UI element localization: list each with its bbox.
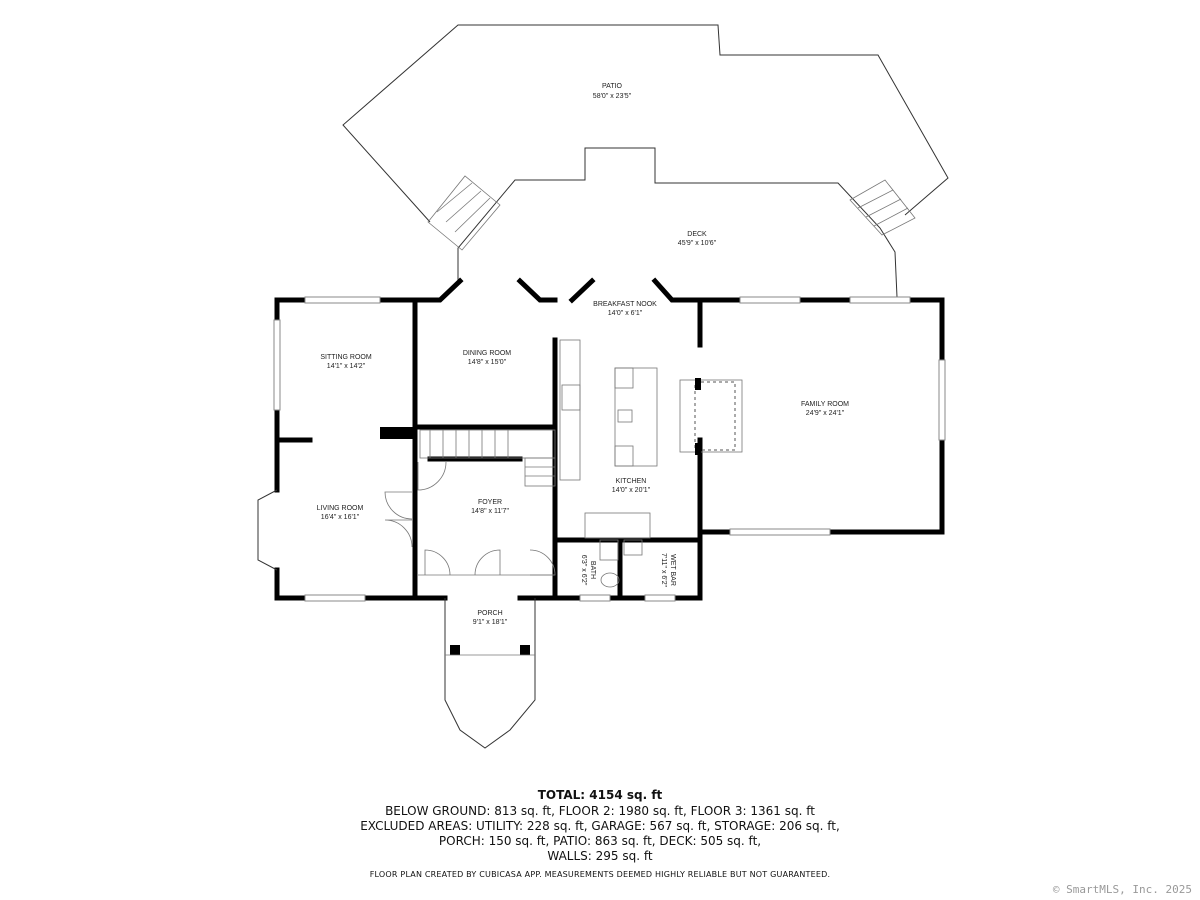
deck-dims: 45'9" x 10'6" xyxy=(678,240,717,247)
kitchen-fixtures xyxy=(559,339,658,539)
sitting-room-label: SITTING ROOM xyxy=(320,354,372,361)
breakfast-nook-dims: 14'0" x 6'1" xyxy=(608,310,643,317)
deck-outline xyxy=(457,147,898,298)
wet-bar-label: WET BAR xyxy=(669,554,676,586)
porch-dims: 9'1" x 18'1" xyxy=(473,619,508,626)
foyer-label: FOYER xyxy=(478,499,502,506)
patio-stairs-left xyxy=(427,175,501,251)
dining-room-dims: 14'8" x 15'0" xyxy=(468,359,507,366)
porch-label: PORCH xyxy=(477,610,502,617)
summary-line: WALLS: 295 sq. ft xyxy=(547,849,653,863)
summary-line: EXCLUDED AREAS: UTILITY: 228 sq. ft, GAR… xyxy=(360,819,840,833)
doors xyxy=(384,461,556,576)
family-room-dims: 24'9" x 24'1" xyxy=(806,410,845,417)
bath-dims: 6'3" x 6'2" xyxy=(580,555,587,586)
patio-dims: 58'0" x 23'5" xyxy=(593,93,632,100)
kitchen-dims: 14'0" x 20'1" xyxy=(612,487,651,494)
summary-line: PORCH: 150 sq. ft, PATIO: 863 sq. ft, DE… xyxy=(438,834,762,848)
kitchen-label: KITCHEN xyxy=(616,478,647,485)
patio-label: PATIO xyxy=(602,83,623,90)
bath-label: BATH xyxy=(589,561,596,579)
wet-bar-dims: 7'11" x 6'2" xyxy=(660,553,667,587)
living-room-label: LIVING ROOM xyxy=(317,505,364,512)
living-room-dims: 16'4" x 16'1" xyxy=(321,514,360,521)
disclaimer: FLOOR PLAN CREATED BY CUBICASA APP. MEAS… xyxy=(369,870,831,879)
summary-line: BELOW GROUND: 813 sq. ft, FLOOR 2: 1980 … xyxy=(385,804,815,818)
patio-stairs-right xyxy=(849,179,916,236)
total-area: TOTAL: 4154 sq. ft xyxy=(537,788,663,802)
porch-outline xyxy=(444,598,536,749)
deck-label: DECK xyxy=(687,231,707,238)
bath-fixtures xyxy=(599,539,643,588)
fireplace xyxy=(679,378,743,455)
watermark: © SmartMLS, Inc. 2025 xyxy=(1052,883,1192,896)
sitting-room-dims: 14'1" x 14'2" xyxy=(327,363,366,370)
family-room-label: FAMILY ROOM xyxy=(801,401,849,408)
dining-room-label: DINING ROOM xyxy=(463,350,511,357)
interior-stairs xyxy=(419,429,556,487)
windows xyxy=(273,296,946,602)
foyer-dims: 14'8" x 11'7" xyxy=(471,508,509,515)
breakfast-nook-label: BREAKFAST NOOK xyxy=(593,301,657,308)
patio-outline xyxy=(342,24,949,223)
